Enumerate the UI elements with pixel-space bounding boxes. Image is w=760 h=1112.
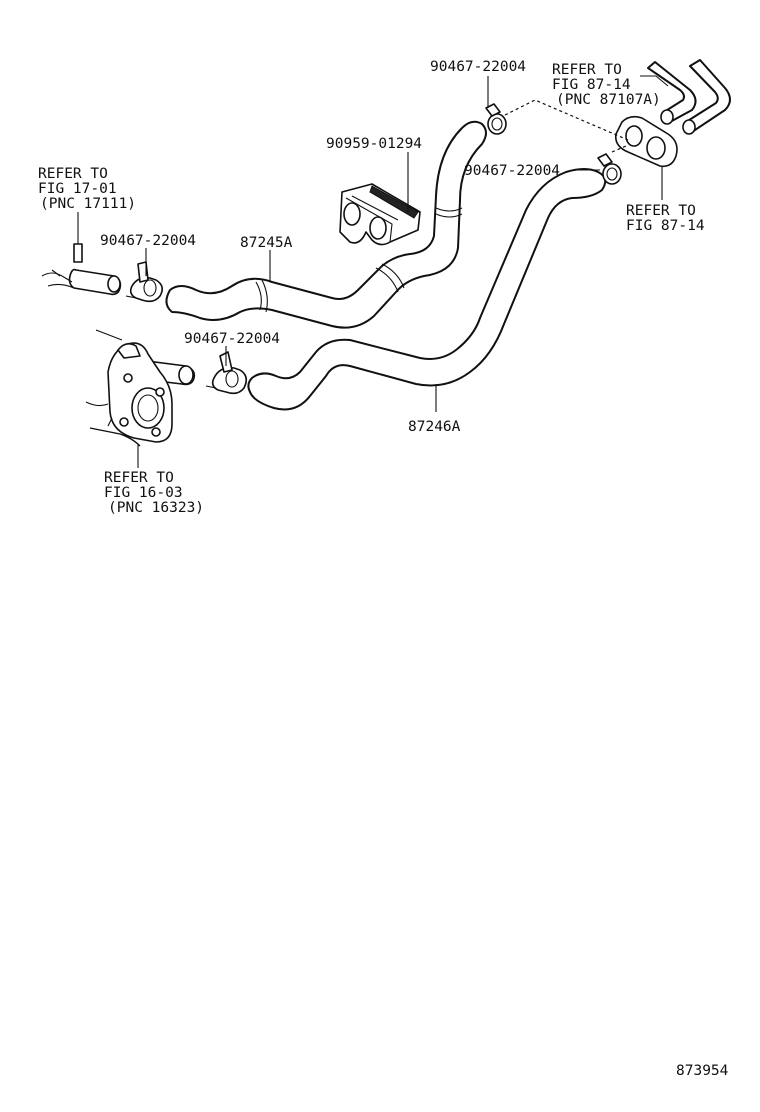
part-labels: 90467-22004 REFER TO FIG 87-14 (PNC 8710… bbox=[38, 59, 729, 1079]
label-clip-holder: 90959-01294 bbox=[326, 136, 422, 152]
hose-87245a bbox=[165, 120, 487, 329]
hose-87246a bbox=[247, 168, 607, 411]
label-refer-87107a-2: FIG 87-14 bbox=[552, 77, 631, 93]
label-refer-8714-2: FIG 87-14 bbox=[626, 218, 705, 234]
label-refer-87107a-3: (PNC 87107A) bbox=[556, 92, 661, 108]
label-clamp-top: 90467-22004 bbox=[430, 59, 526, 75]
label-hose-87245a: 87245A bbox=[240, 235, 293, 251]
label-refer-17111-2: FIG 17-01 bbox=[38, 181, 117, 197]
label-clamp-middle: 90467-22004 bbox=[184, 331, 280, 347]
leader-lines bbox=[145, 75, 669, 412]
alignment-dashed-line bbox=[504, 99, 629, 153]
clamp-right bbox=[597, 153, 622, 185]
label-clamp-right: 90467-22004 bbox=[464, 163, 560, 179]
clamp-middle bbox=[205, 351, 248, 395]
clamp-left bbox=[125, 261, 164, 303]
water-outlet-housing bbox=[85, 329, 196, 468]
label-refer-17111-3: (PNC 17111) bbox=[40, 196, 136, 212]
label-refer-17111-1: REFER TO bbox=[38, 166, 108, 182]
label-refer-16323-3: (PNC 16323) bbox=[108, 500, 204, 516]
figure-id: 873954 bbox=[676, 1063, 729, 1079]
clamp-top bbox=[485, 103, 507, 135]
water-pipe-left bbox=[41, 212, 122, 296]
label-refer-16323-2: FIG 16-03 bbox=[104, 485, 183, 501]
label-refer-87107a-1: REFER TO bbox=[552, 62, 622, 78]
grommet-part bbox=[614, 115, 678, 200]
label-hose-87246a: 87246A bbox=[408, 419, 461, 435]
clip-holder-part bbox=[339, 183, 421, 246]
label-clamp-left: 90467-22004 bbox=[100, 233, 196, 249]
label-refer-8714-1: REFER TO bbox=[626, 203, 696, 219]
heater-pipes bbox=[647, 59, 731, 135]
label-refer-16323-1: REFER TO bbox=[104, 470, 174, 486]
